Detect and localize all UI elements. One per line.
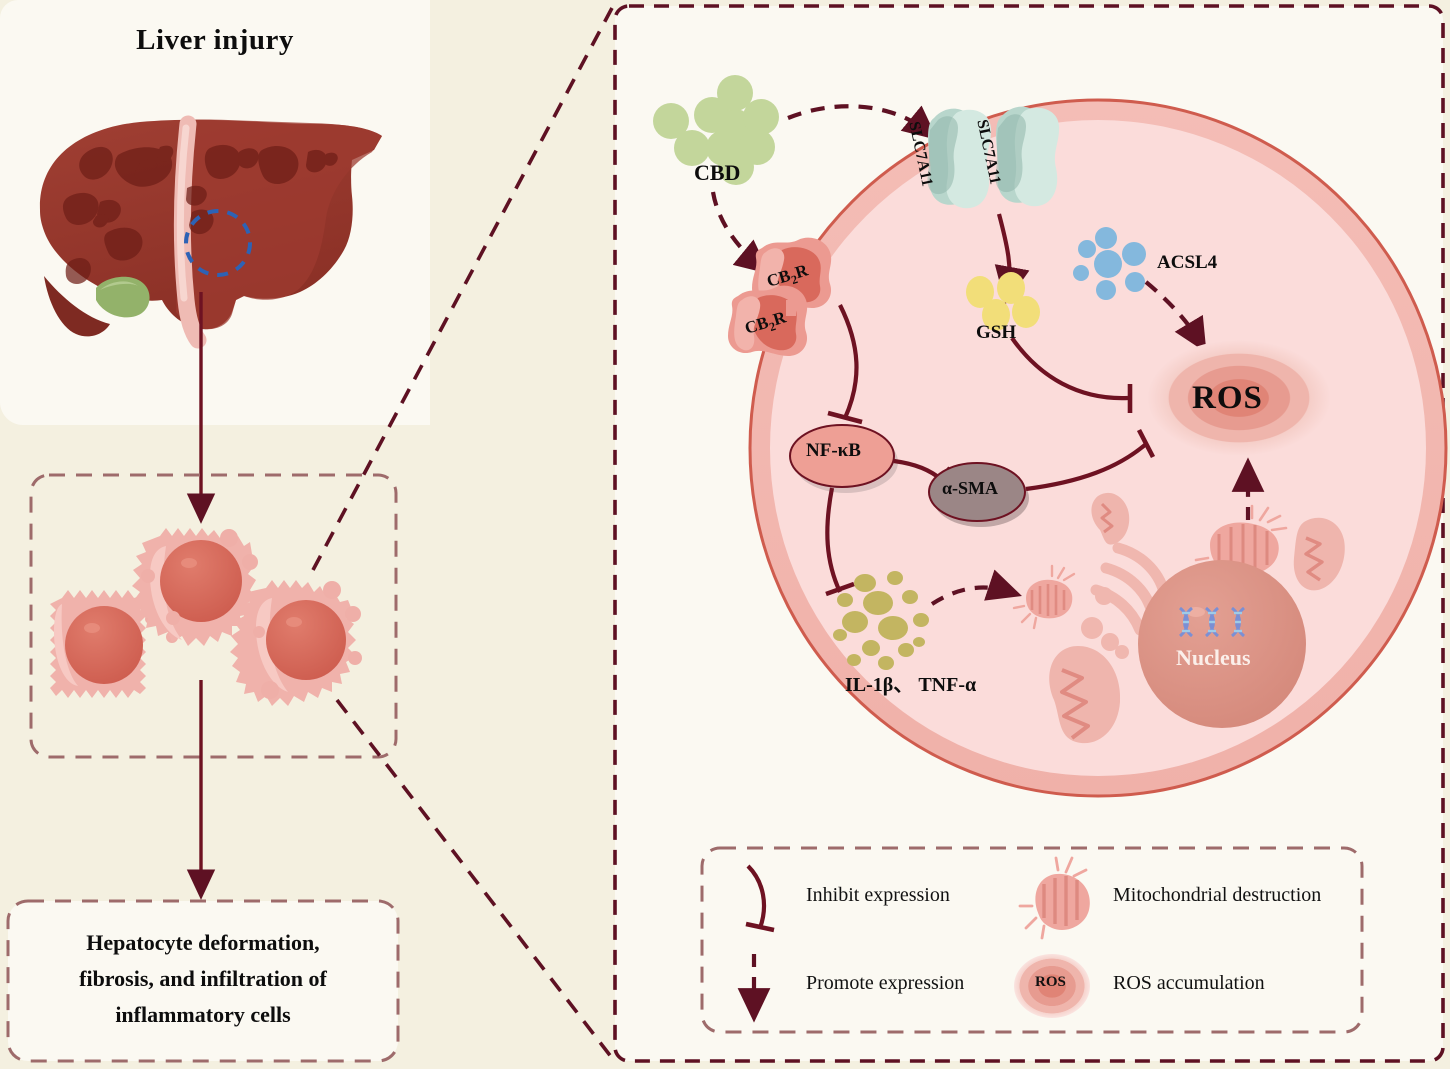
arrow-cytokines-to-mito	[930, 569, 1022, 606]
blunt-end-nfkb-cytokines	[825, 581, 855, 597]
legend-label-promote: Promote expression	[806, 972, 965, 994]
nfkb-node	[789, 424, 895, 488]
label-cbd: CBD	[694, 160, 741, 185]
blunt-end-asma-ros	[1136, 428, 1156, 459]
asma-node	[928, 462, 1026, 522]
card-corner-notch-bl	[0, 402, 23, 425]
legend-box	[700, 846, 1364, 1034]
label-cytokines: IL-1β、 TNF-α	[845, 674, 977, 696]
dna-helix-icon	[1178, 606, 1246, 638]
outcome-dashed-box	[6, 899, 400, 1063]
arrow-acsl4-promotes-ros	[1144, 280, 1207, 353]
legend-inhibit-line	[746, 864, 767, 929]
arrow-cbd-to-cb2r	[710, 191, 770, 274]
legend-inhibit-blunt	[745, 921, 775, 933]
arrow-cbd-to-slc7a11	[787, 104, 938, 141]
outcome-line-1: Hepatocyte deformation,	[86, 930, 320, 955]
outcome-line-3: inflammatory cells	[115, 1002, 291, 1027]
hepatocytes-group	[50, 528, 362, 706]
damaged-mitochondrion-1	[1012, 564, 1076, 630]
slc7a11-transporter-1	[927, 108, 992, 209]
hepatocyte-middle	[132, 528, 258, 646]
label-nfkb: NF-κB	[806, 440, 861, 461]
legend-label-inhibit: Inhibit expression	[806, 884, 950, 906]
arrow-nfkb-inhibits-cytokines	[825, 487, 842, 593]
arrow-cb2r-inhibits-nfkb	[838, 304, 859, 419]
arrow-gsh-inhibits-ros	[1010, 336, 1129, 401]
arrow-asma-inhibits-ros	[1025, 442, 1148, 492]
ros-accumulation	[1147, 340, 1331, 456]
mitochondrion-right	[1293, 517, 1345, 591]
legend-ros-icon-text: ROS	[1035, 974, 1066, 990]
outcome-statement: Hepatocyte deformation, fibrosis, and in…	[18, 925, 388, 1033]
label-ros: ROS	[1192, 380, 1263, 416]
zoom-connector-bottom	[335, 698, 614, 1060]
legend-ros-icon	[1014, 954, 1090, 1018]
label-acsl4: ACSL4	[1157, 252, 1218, 273]
cells-dashed-box	[29, 473, 398, 759]
label-asma: α-SMA	[942, 478, 999, 498]
mitochondrion-upper-left	[1091, 492, 1130, 545]
gsh-molecules	[966, 272, 1040, 331]
liver-illustration	[39, 115, 383, 349]
injury-marker-circle	[184, 209, 252, 277]
hepatocyte-right	[230, 580, 362, 706]
page-title: Liver injury	[136, 24, 294, 56]
legend-label-ros-accumulation: ROS accumulation	[1113, 972, 1265, 994]
outcome-line-2: fibrosis, and infiltration of	[79, 966, 327, 991]
label-nucleus: Nucleus	[1176, 645, 1251, 670]
cbd-molecule-cluster	[653, 75, 779, 185]
acsl4-molecules	[1073, 227, 1146, 300]
nucleus-body	[1138, 560, 1306, 728]
slc7a11-transporter-2	[995, 106, 1060, 207]
cb2r-receptor-lower	[728, 285, 808, 356]
liver-lesions	[62, 144, 338, 284]
mitochondrion-bottom-left	[1049, 646, 1121, 744]
hepatocyte-left	[50, 590, 178, 698]
blunt-end-cb2r-nfkb	[827, 410, 863, 425]
card-corner-notch	[0, 0, 18, 18]
legend-mitochondria-icon	[1018, 856, 1090, 940]
legend-label-mitochondrial-destruction: Mitochondrial destruction	[1113, 884, 1322, 906]
golgi-vesicles	[1081, 587, 1129, 659]
label-gsh: GSH	[976, 322, 1017, 343]
cytokine-molecules	[833, 571, 929, 670]
